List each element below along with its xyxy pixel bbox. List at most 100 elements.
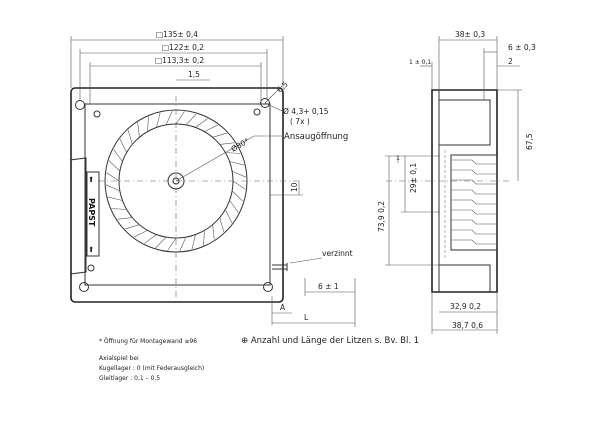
impeller-blade (232, 180, 246, 190)
side-fin (451, 229, 497, 235)
side-fin (451, 159, 497, 165)
dim-73-label: 73,9 0,2 (377, 201, 386, 232)
logo-arrow-top: ⬆ (88, 175, 94, 184)
impeller-blade (124, 224, 140, 230)
dim-width-label: 38± 0,3 (455, 30, 485, 39)
impeller-blade (144, 234, 157, 244)
impeller-blades (105, 110, 247, 252)
impeller-blade (156, 112, 161, 128)
dim-1-small-label: 1 (396, 155, 400, 162)
side-frame-top (439, 99, 491, 146)
impeller-blade (117, 217, 133, 220)
note-axial-ball: Kugellager : 0 (mit Federausgleich) (99, 365, 204, 372)
dim-mid-label: □122± 0,2 (162, 43, 204, 52)
side-fin (451, 189, 497, 195)
mounting-hole-top-left (75, 100, 85, 110)
impeller-blade (113, 149, 123, 162)
side-fin (451, 219, 497, 225)
side-fin (451, 209, 497, 215)
impeller-blade (127, 129, 133, 145)
impeller-blade (219, 217, 225, 233)
impeller-blade (225, 152, 241, 154)
impeller-blade (111, 208, 127, 210)
note-leads: ⊕ Anzahl und Länge der Litzen s. Bv. Bl.… (241, 336, 419, 346)
label-strip (69, 157, 87, 275)
logo-arrow-bottom: ⬆ (88, 245, 94, 254)
impeller-blade (147, 116, 149, 132)
note-axial-sleeve: Gleitlager : 0,1 – 0,5 (99, 375, 160, 382)
dim-offset-label: 1,5 (188, 70, 200, 79)
tinned-leader (289, 257, 323, 264)
impeller-blade (191, 234, 196, 250)
impeller-blade (229, 161, 245, 166)
impeller-blade (212, 224, 215, 240)
impeller-blade (219, 142, 235, 145)
impeller-blade (195, 118, 208, 128)
impeller-blade (107, 196, 123, 201)
impeller-blade (137, 122, 140, 138)
impeller-blade (231, 190, 244, 202)
mounting-hole-left-mid (93, 110, 101, 118)
impeller-blade (106, 172, 120, 182)
dim-hole-dia-label: Ø 4,3+ 0,15 (283, 107, 329, 116)
dim-outer-label: □135± 0,4 (156, 30, 198, 39)
inlet-label: Ansaugöffnung (284, 132, 348, 142)
dim-inner-label: □113,3± 0,2 (155, 56, 204, 65)
dim-32-label: 32,9 0,2 (450, 302, 481, 311)
dim-a-label: A (280, 303, 286, 312)
note-axial-title: Axialspiel bei (99, 355, 139, 362)
impeller-blade (105, 184, 121, 192)
side-fin (451, 169, 497, 175)
inlet-leader (175, 135, 255, 182)
dim-lead-tol-label: 6 ± 1 (318, 282, 339, 291)
impeller-blade (179, 236, 187, 252)
side-fin (451, 179, 497, 185)
side-housing-outline (431, 89, 498, 293)
side-frame-bottom (439, 264, 491, 292)
dim-l-label: L (304, 313, 309, 322)
hole-pos-leader (264, 85, 283, 104)
impeller-blade (225, 209, 233, 224)
impeller-blade (167, 237, 177, 251)
inner-panel-outline (84, 103, 271, 286)
mounting-hole-bottom-left (79, 282, 89, 292)
housing-outline (70, 87, 284, 303)
impeller-blade (229, 200, 239, 213)
impeller-blade (204, 124, 219, 132)
papst-logo: PAPST (87, 198, 96, 227)
dim-6-label: 6 ± 0,3 (508, 43, 536, 52)
note-mounting: * Öffnung für Montagewand ≥96 (99, 338, 197, 345)
impeller-blade (155, 236, 167, 249)
cable-exit (272, 263, 288, 271)
mounting-hole-bottom-right (263, 282, 273, 292)
impeller-blade (165, 110, 173, 126)
dim-height-label: 67,5 (525, 133, 534, 150)
dim-10-label: 10 (290, 182, 299, 192)
tinned-label: verzinnt (322, 249, 353, 258)
dim-hole-count-label: ( 7x ) (290, 117, 310, 126)
impeller-blade (231, 170, 247, 178)
impeller-blade (175, 111, 185, 125)
dim-38-7-label: 38,7 0,6 (452, 321, 483, 330)
side-fin (451, 199, 497, 205)
dim-29-label: 29± 0,1 (409, 163, 418, 193)
side-outlet (450, 154, 498, 251)
impeller-blade (119, 138, 127, 153)
side-fins (451, 159, 497, 245)
impeller-blade (108, 160, 121, 172)
impeller-blade (133, 230, 148, 238)
dim-2-label: 2 (508, 57, 513, 66)
impeller-blade (185, 113, 197, 126)
hole-dia-leader (264, 102, 283, 112)
dim-hole-pos-label: 6,5 (275, 79, 290, 94)
mounting-hole-top-right-2 (253, 108, 261, 116)
logo-plate (86, 171, 100, 257)
impeller-blade (212, 132, 228, 138)
side-view (385, 36, 522, 334)
mounting-hole-top-right (260, 98, 270, 108)
dim-1-label: 1 ± 0,1 (409, 59, 431, 66)
side-fin (451, 239, 497, 245)
impeller-blade (203, 230, 205, 246)
front-view (69, 36, 356, 327)
